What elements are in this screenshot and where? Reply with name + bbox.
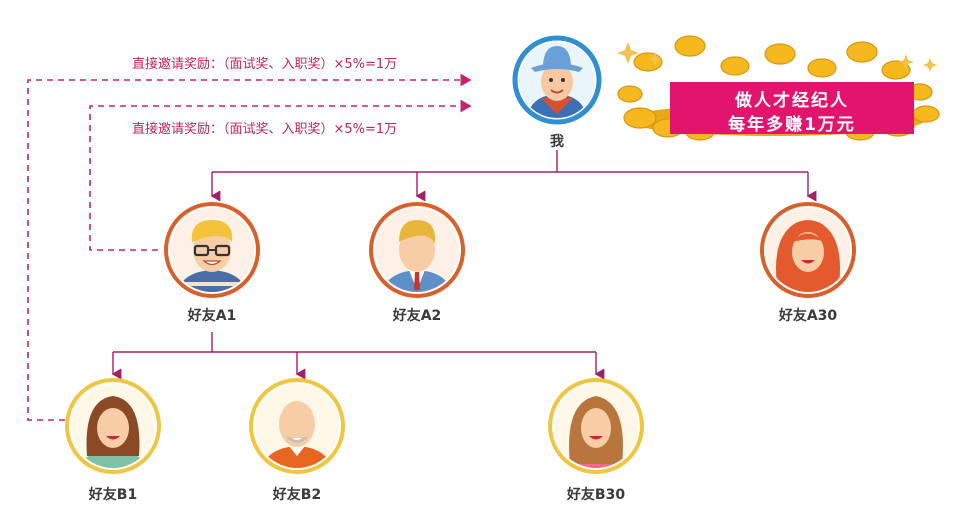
tree-lines-level2	[111, 332, 605, 380]
reward-connector-outer	[27, 73, 472, 421]
banner-box	[670, 82, 914, 134]
node-label-b1: 好友B1	[88, 487, 138, 503]
reward-connectors	[27, 73, 472, 421]
node-label-a1: 好友A1	[187, 308, 237, 324]
avatar-b2	[249, 378, 345, 474]
reward-connector-inner	[89, 99, 472, 251]
tree-lines-level1	[210, 150, 817, 202]
avatar-a30	[760, 202, 856, 298]
reward-text-outer: 直接邀请奖励：（面试奖、入职奖）×5%=1万	[132, 57, 398, 72]
node-label-me: 我	[550, 134, 564, 150]
banner-line-1: 做人才经纪人	[735, 91, 849, 111]
node-label-b2: 好友B2	[272, 487, 322, 503]
avatar-b30	[548, 378, 644, 474]
node-label-a30: 好友A30	[778, 308, 838, 324]
avatar-a2	[369, 202, 465, 298]
reward-text-inner: 直接邀请奖励：（面试奖、入职奖）×5%=1万	[132, 122, 398, 137]
avatar-b1	[65, 378, 161, 474]
sparkle-icon	[617, 42, 937, 72]
avatar-a1	[164, 202, 260, 298]
avatar-me	[512, 35, 602, 125]
avatars	[65, 35, 856, 474]
node-label-a2: 好友A2	[392, 308, 442, 324]
coin-pile-illustration	[617, 35, 940, 141]
node-label-b30: 好友B30	[566, 487, 626, 503]
banner-line-2: 每年多赚1万元	[728, 115, 856, 135]
